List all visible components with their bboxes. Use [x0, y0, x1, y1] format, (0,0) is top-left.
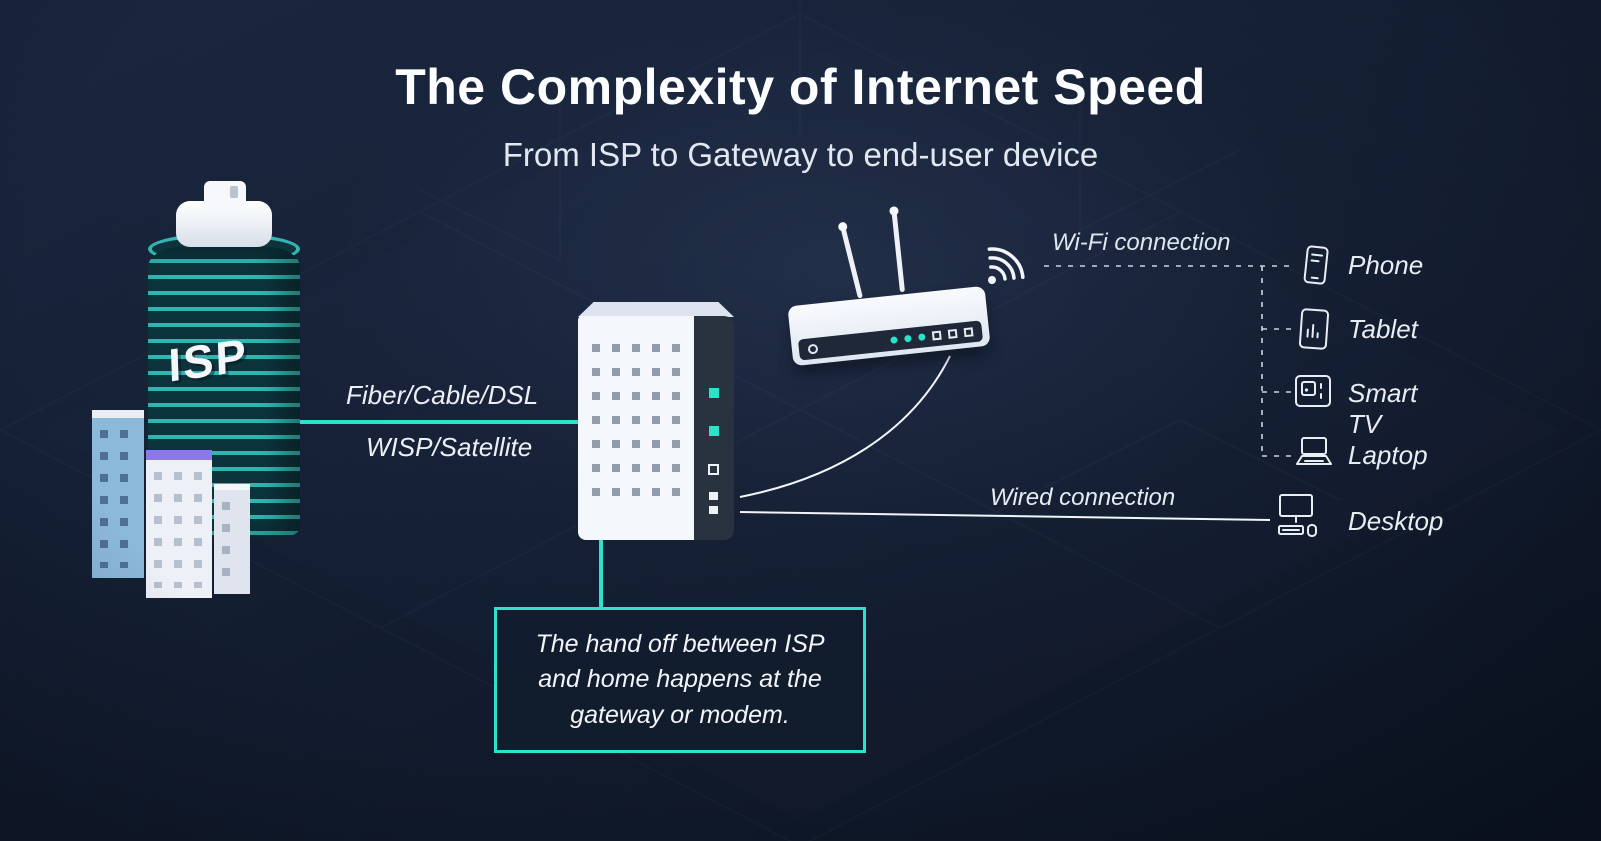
device-label-tablet: Tablet	[1348, 314, 1418, 344]
port-jack	[709, 506, 718, 514]
small-building-purple-roof	[146, 450, 212, 598]
building-windows	[222, 502, 242, 584]
status-led	[904, 334, 912, 343]
callout-box: The hand off between ISP and home happen…	[494, 607, 866, 753]
tablet-icon	[1298, 308, 1330, 350]
status-led	[917, 333, 926, 341]
router-antenna-left	[840, 227, 863, 299]
device-label-laptop: Laptop	[1348, 440, 1428, 470]
small-building-white	[214, 484, 250, 594]
status-led	[709, 426, 719, 436]
power-icon	[807, 343, 819, 355]
router-body	[787, 285, 991, 367]
isp-building-label: ISP	[167, 328, 249, 392]
desktop-icon	[1278, 494, 1317, 537]
wisp-satellite-label: WISP/Satellite	[366, 432, 533, 462]
wifi-signal-icon	[987, 247, 1025, 284]
modem-gateway	[578, 302, 734, 540]
router-antenna-right	[891, 212, 905, 293]
router-front-panel	[797, 320, 984, 361]
isp-tower-roof	[204, 181, 246, 211]
modem-side-panel	[694, 316, 734, 540]
wired-connection-label: Wired connection	[990, 484, 1176, 511]
device-label-phone: Phone	[1348, 250, 1424, 280]
ethernet-port	[931, 330, 942, 341]
ethernet-port	[947, 328, 958, 339]
status-led	[709, 388, 719, 398]
wifi-connection-label: Wi-Fi connection	[1052, 229, 1231, 256]
callout-text: The hand off between ISP and home happen…	[535, 629, 825, 729]
page-subtitle: From ISP to Gateway to end-user device	[502, 136, 1099, 173]
building-windows	[154, 472, 204, 588]
small-building-blue	[92, 410, 144, 578]
laptop-icon	[1296, 437, 1332, 465]
device-label-desktop: Desktop	[1348, 506, 1444, 536]
ethernet-port	[708, 464, 719, 475]
page-title: The Complexity of Internet Speed	[395, 59, 1206, 115]
modem-top-face	[578, 302, 734, 317]
device-label-smart-tv: Smart TV	[1348, 378, 1418, 439]
phone-icon	[1303, 245, 1329, 285]
fiber-cable-dsl-label: Fiber/Cable/DSL	[346, 380, 539, 410]
port-jack	[709, 492, 718, 500]
modem-vents	[592, 344, 682, 510]
smart-tv-icon	[1295, 375, 1331, 407]
modem-front-face	[578, 316, 694, 540]
building-windows	[100, 430, 136, 568]
ethernet-port	[963, 327, 974, 338]
status-led	[890, 336, 898, 344]
